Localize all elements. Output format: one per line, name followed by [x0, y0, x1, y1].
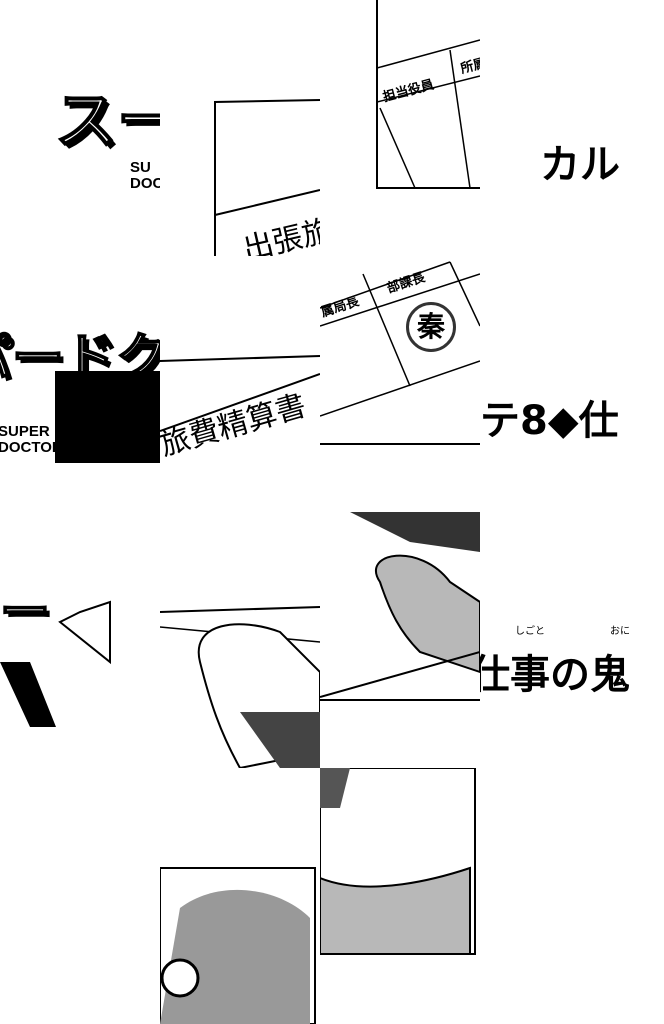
hand-illustration [320, 512, 480, 701]
tile-chapter-bottom: しごと おに 仕事の鬼 [480, 512, 640, 768]
chapter-fragment: カル [540, 142, 620, 188]
tile-chapter-middle: テ8◆仕 [480, 256, 640, 512]
tile-form-title-middle: 旅費精算書 [160, 256, 320, 512]
face-illustration [160, 867, 316, 1024]
form-border [160, 355, 320, 432]
tile-blank [0, 768, 160, 1024]
tile-chapter-top: カル [480, 0, 640, 256]
tile-form-table-top: 担当役員 所属 [320, 0, 480, 256]
ruby-oni: おに [610, 626, 630, 637]
form-table-lines [320, 261, 480, 445]
chapter-fragment: 仕事の鬼 [480, 652, 630, 698]
hand-illustration [160, 606, 320, 768]
form-border [214, 99, 320, 256]
logo-k-shape [0, 600, 111, 727]
logo-title-fragment: スーパ [54, 83, 160, 158]
tile-hand-drawing-1 [160, 512, 320, 768]
logo-title-fragment: ー [0, 582, 51, 642]
chapter-fragment: テ8◆仕 [480, 398, 619, 444]
tile-face-drawing-2 [320, 768, 480, 1024]
ruby-shigoto: しごと [515, 626, 545, 637]
form-table-lines [376, 0, 480, 189]
logo-k-shape [55, 371, 160, 463]
face-illustration [320, 768, 476, 955]
tile-blank [480, 768, 640, 1024]
tile-hand-drawing-2 [320, 512, 480, 768]
tile-form-table-middle: 属局長 部課長 秦 [320, 256, 480, 512]
tile-form-title-top: 出張旅 [160, 0, 320, 256]
approval-stamp: 秦 [406, 302, 456, 352]
tile-face-drawing-1 [160, 768, 320, 1024]
tile-logo-bottom: ー [0, 512, 160, 768]
